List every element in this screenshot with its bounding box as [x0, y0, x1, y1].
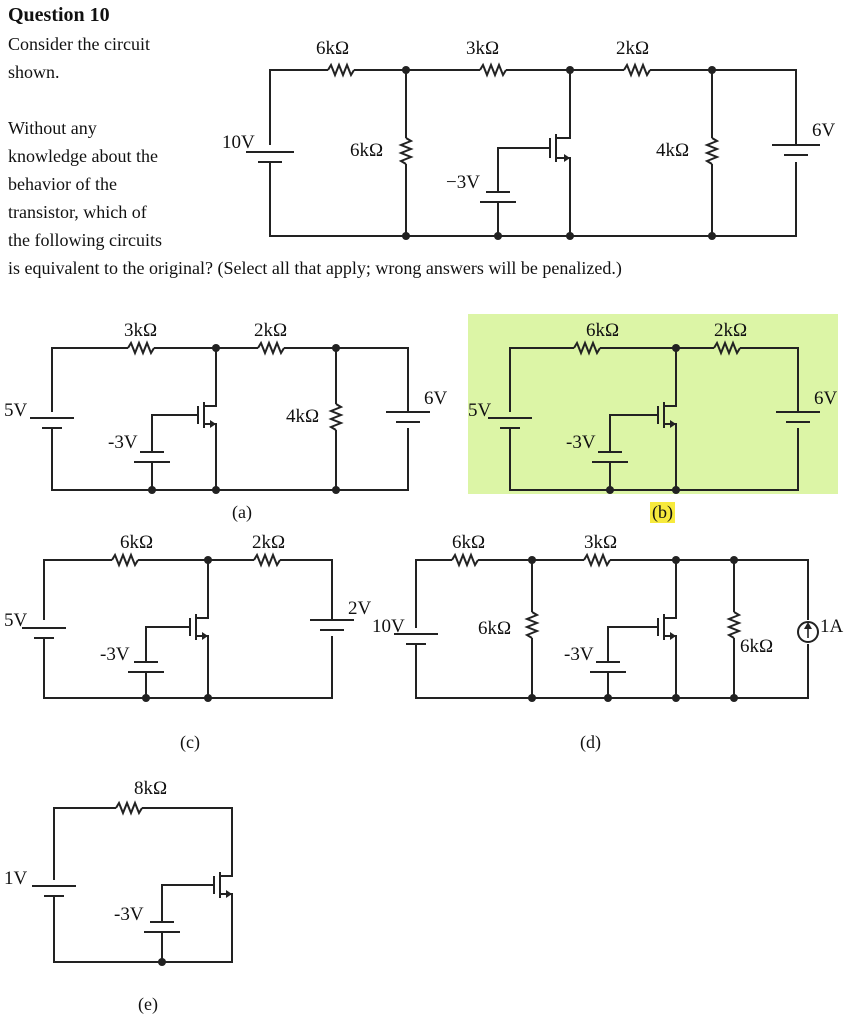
option-e-circuit[interactable]: 1V 8kΩ -3V: [0, 770, 260, 990]
question-text-line: shown.: [8, 62, 60, 82]
option-d-r-top1-label: 6kΩ: [452, 532, 485, 553]
main-r-shunt1-label: 6kΩ: [350, 140, 383, 161]
option-d-r-shunt1-label: 6kΩ: [478, 618, 511, 639]
main-source-right-label: 6V: [812, 120, 836, 141]
option-b-gate-source-label: -3V: [566, 432, 596, 453]
question-text-line: is equivalent to the original? (Select a…: [8, 258, 622, 278]
option-c-r-top1-label: 6kΩ: [120, 532, 153, 553]
option-b-highlight: [468, 314, 838, 494]
main-gate-source-label: −3V: [446, 172, 480, 193]
option-b-source-left-label: 5V: [468, 400, 492, 421]
main-r-top1-label: 6kΩ: [316, 38, 349, 59]
option-b-r-top2-label: 2kΩ: [714, 320, 747, 341]
option-d-r-shunt2-label: 6kΩ: [740, 636, 773, 657]
main-r-top2-label: 3kΩ: [466, 38, 499, 59]
option-c-source-left-label: 5V: [4, 610, 28, 631]
question-text-line: knowledge about the: [8, 146, 158, 166]
option-d-label[interactable]: (d): [580, 732, 601, 752]
main-r-top3-label: 2kΩ: [616, 38, 649, 59]
option-e-label[interactable]: (e): [138, 994, 158, 1014]
option-e-r-top-label: 8kΩ: [134, 778, 167, 799]
main-source-left-label: 10V: [222, 132, 255, 153]
question-title: Question 10: [8, 4, 110, 26]
option-c-label[interactable]: (c): [180, 732, 200, 752]
option-b-r-top1-label: 6kΩ: [586, 320, 619, 341]
option-d-circuit[interactable]: 10V 6kΩ 3kΩ 6kΩ 6kΩ -3V 1A: [366, 520, 853, 720]
main-r-shunt2-label: 4kΩ: [656, 140, 689, 161]
option-c-r-top2-label: 2kΩ: [252, 532, 285, 553]
option-e-source-left-label: 1V: [4, 868, 28, 889]
option-a-label[interactable]: (a): [232, 502, 252, 522]
main-circuit: 10V 6kΩ 3kΩ 2kΩ 6kΩ 4kΩ −3V 6V: [222, 38, 836, 240]
option-c-gate-source-label: -3V: [100, 644, 130, 665]
option-b-circuit[interactable]: 5V 6kΩ 2kΩ -3V 6V: [460, 300, 853, 510]
option-d-r-top2-label: 3kΩ: [584, 532, 617, 553]
option-b-label[interactable]: (b): [650, 502, 675, 523]
option-a-circuit[interactable]: 5V 3kΩ 2kΩ 4kΩ -3V 6V: [0, 300, 460, 510]
option-d-current-source-label: 1A: [820, 616, 844, 637]
option-a-source-right-label: 6V: [424, 388, 448, 409]
option-d-source-left-label: 10V: [372, 616, 405, 637]
question-text-line: behavior of the: [8, 174, 117, 194]
option-b-source-right-label: 6V: [814, 388, 838, 409]
option-e-gate-source-label: -3V: [114, 904, 144, 925]
option-d-gate-source-label: -3V: [564, 644, 594, 665]
option-c-circuit[interactable]: 5V 6kΩ 2kΩ -3V 2V: [0, 520, 400, 720]
question-text-line: Consider the circuit: [8, 34, 150, 54]
question-text-line: the following circuits: [8, 230, 162, 250]
option-a-r-shunt-label: 4kΩ: [286, 406, 319, 427]
option-a-r-top2-label: 2kΩ: [254, 320, 287, 341]
option-c-source-right-label: 2V: [348, 598, 372, 619]
option-a-r-top1-label: 3kΩ: [124, 320, 157, 341]
option-a-source-left-label: 5V: [4, 400, 28, 421]
question-text-line: Without any: [8, 118, 97, 138]
question-text-line: transistor, which of: [8, 202, 147, 222]
option-a-gate-source-label: -3V: [108, 432, 138, 453]
